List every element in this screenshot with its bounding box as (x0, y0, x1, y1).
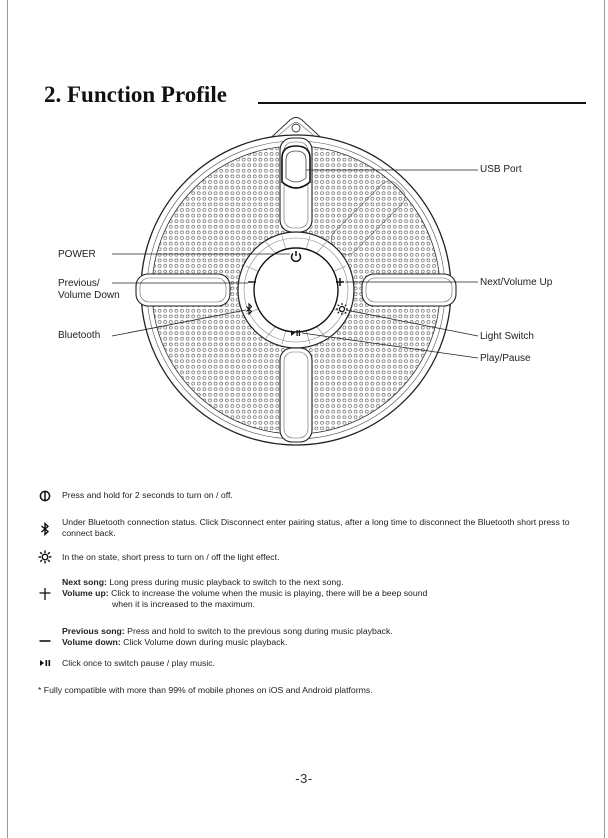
next-song-label: Next song: (62, 577, 107, 587)
plus-icon (39, 588, 51, 600)
legend-text-next-volume-up: Next song: Long press during music playb… (62, 577, 582, 610)
rib-right (361, 273, 457, 307)
label-usb-port: USB Port (480, 164, 522, 175)
compatibility-footnote: * Fully compatible with more than 99% of… (38, 685, 373, 695)
rib-left (135, 273, 231, 307)
title-underline (258, 102, 586, 104)
volume-down-label: Volume down: (62, 637, 121, 647)
volume-down-text: Click Volume down during music playback. (120, 637, 288, 647)
label-play-pause: Play/Pause (480, 353, 531, 364)
volume-up-label: Volume up: (62, 588, 109, 598)
legend-text-play-pause: Click once to switch pause / play music. (62, 658, 216, 668)
legend-text-light: In the on state, short press to turn on … (62, 552, 280, 562)
label-next-volume-up: Next/Volume Up (480, 277, 553, 288)
hanging-tab (261, 117, 331, 147)
page-border-left (7, 0, 8, 838)
ring-power-icon (290, 251, 302, 263)
center-knob (253, 247, 339, 333)
label-bluetooth: Bluetooth (58, 330, 101, 341)
speaker-diagram (111, 117, 479, 446)
ring-plus-icon (336, 278, 344, 286)
bluetooth-icon (41, 522, 50, 536)
page-border-right (604, 0, 605, 838)
minus-icon (39, 640, 51, 642)
ring-bluetooth-icon (246, 302, 253, 316)
callout-lines (111, 169, 479, 359)
rib-bottom (279, 347, 313, 443)
section-title: 2. Function Profile (44, 82, 227, 107)
volume-up-text: Click to increase the volume when the mu… (108, 588, 428, 598)
label-previous-line2: Volume Down (58, 290, 120, 301)
play-pause-icon (40, 660, 51, 666)
usb-port (281, 145, 311, 189)
ring-segments (245, 235, 347, 345)
power-icon (39, 490, 51, 502)
legend-text-bluetooth: Under Bluetooth connection status. Click… (62, 517, 570, 538)
page-number: -3- (295, 771, 313, 786)
legend-text-previous-volume-down: Previous song: Press and hold to switch … (62, 626, 582, 648)
label-previous-line1: Previous/ (58, 278, 100, 289)
next-song-text: Long press during music playback to swit… (106, 577, 344, 587)
label-light-switch: Light Switch (480, 331, 534, 342)
volume-up-text-cont: when it is increased to the maximum. (112, 599, 255, 609)
ring-light-icon (336, 303, 348, 315)
previous-song-text: Press and hold to switch to the previous… (124, 626, 393, 636)
label-power: POWER (58, 249, 96, 260)
previous-song-label: Previous song: (62, 626, 125, 636)
ring-play-pause-icon (291, 330, 301, 336)
light-icon (38, 550, 52, 564)
hanging-hole (291, 123, 301, 133)
legend-text-power: Press and hold for 2 seconds to turn on … (62, 490, 233, 500)
